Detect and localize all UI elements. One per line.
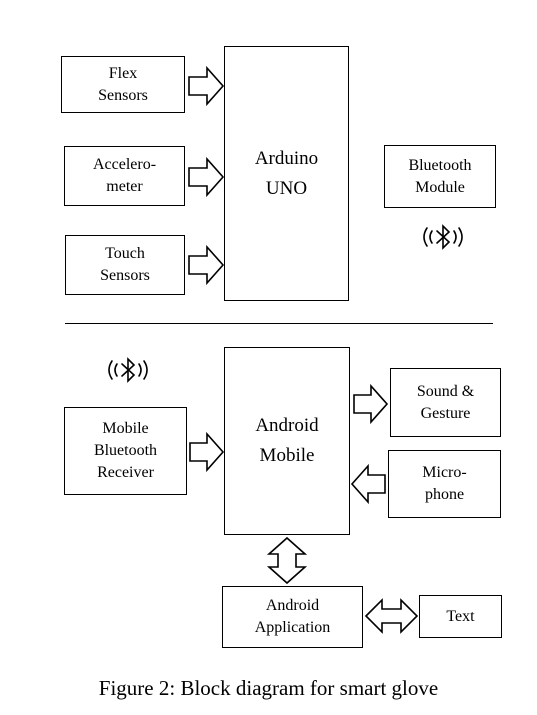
mobile-bluetooth-receiver-block: Mobile Bluetooth Receiver [64,407,187,495]
accelerometer-label-2: meter [106,178,143,195]
bluetooth-module-block: Bluetooth Module [384,145,496,208]
arrow-flex-to-arduino [188,65,225,107]
figure-caption: Figure 2: Block diagram for smart glove [98,676,439,700]
android-app-label-1: Android [265,597,320,614]
receiver-label-3: Receiver [97,464,154,481]
arrow-mobile-application-bidirectional [266,536,308,585]
bluetooth-module-label-1: Bluetooth [408,156,472,174]
bluetooth-signal-icon [423,224,463,250]
accelerometer-block: Accelero- meter [64,146,185,206]
sound-gesture-label-1: Sound & [416,382,475,400]
flex-sensors-block: Flex Sensors [61,56,185,113]
touch-sensors-label-2: Sensors [100,267,150,284]
arrow-mic-to-mobile [350,463,386,505]
touch-sensors-block: Touch Sensors [65,235,185,295]
bluetooth-signal-icon [108,357,148,383]
microphone-block: Micro- phone [388,450,501,518]
touch-sensors-label-1: Touch [105,245,145,262]
flex-sensors-label-1: Flex [108,64,138,82]
arrow-touch-to-arduino [188,244,225,286]
arduino-label-2: UNO [265,177,308,199]
arrow-application-text-bidirectional [364,598,419,634]
arduino-label-1: Arduino [254,147,319,169]
text-output-block: Text [419,595,502,638]
section-divider [65,323,493,324]
sound-gesture-block: Sound & Gesture [390,368,501,437]
flex-sensors-label-2: Sensors [98,86,148,104]
android-app-label-2: Application [254,619,331,636]
microphone-label-2: phone [424,486,465,503]
receiver-label-1: Mobile [102,420,149,437]
android-application-block: Android Application [222,586,363,648]
accelerometer-label-1: Accelero- [92,156,157,173]
bluetooth-module-label-2: Module [415,178,465,196]
sound-gesture-label-2: Gesture [420,404,471,422]
microphone-label-1: Micro- [422,464,467,481]
arduino-uno-block: Arduino UNO [224,46,349,301]
android-mobile-label-1: Android [255,415,319,436]
arrow-accel-to-arduino [188,156,225,198]
android-mobile-label-2: Mobile [259,445,315,466]
android-mobile-block: Android Mobile [224,347,350,535]
arrow-receiver-to-mobile [189,431,225,473]
text-output-label: Text [446,607,475,625]
arrow-mobile-to-sound [353,383,389,425]
receiver-label-2: Bluetooth [93,442,158,459]
